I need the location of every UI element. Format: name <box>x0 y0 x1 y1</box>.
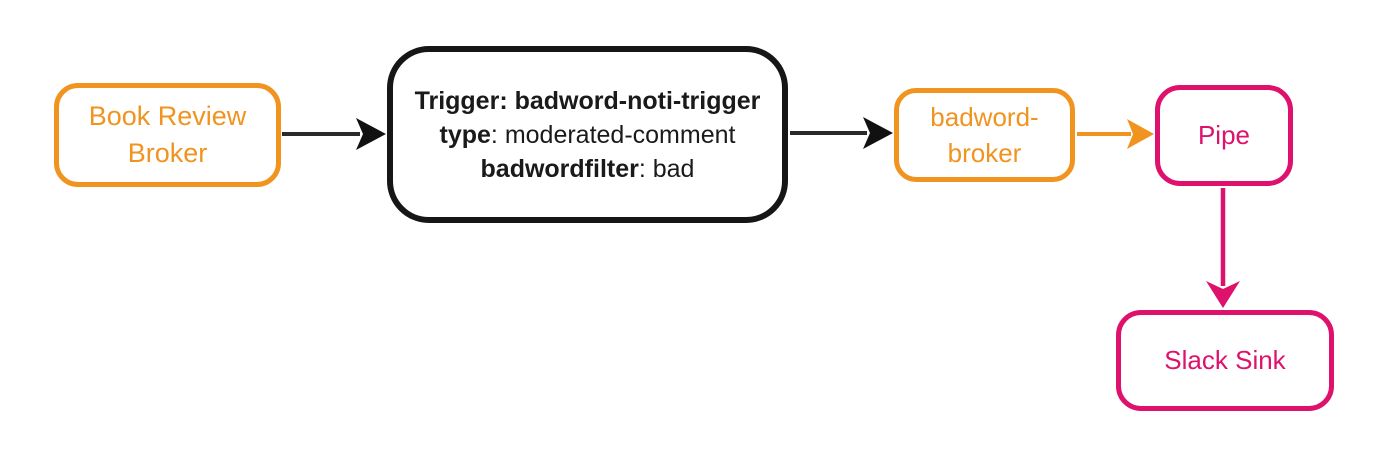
node-label: Book Review Broker <box>88 101 247 168</box>
edge-pipe-to-slack-sink <box>1206 188 1240 308</box>
trigger-type-value: : moderated-comment <box>490 120 736 149</box>
trigger-type-key: type <box>439 120 491 149</box>
node-badword-broker: badword-broker <box>894 88 1075 182</box>
node-label: Pipe <box>1197 120 1251 150</box>
edge-trigger-to-badword-broker <box>790 117 893 149</box>
trigger-filter-line: badwordfilter: bad <box>481 152 695 186</box>
node-slack-sink: Slack Sink <box>1116 310 1334 411</box>
trigger-filter-key: badwordfilter <box>480 154 639 183</box>
arrowhead-right-icon <box>356 118 386 150</box>
trigger-filter-value: : bad <box>638 154 695 183</box>
node-book-review-broker: Book Review Broker <box>54 83 281 187</box>
node-pipe: Pipe <box>1155 85 1293 186</box>
edge-badword-broker-to-pipe <box>1077 119 1154 149</box>
node-label: badword-broker <box>930 102 1039 168</box>
node-trigger: Trigger: badword-noti-trigger type: mode… <box>387 46 788 223</box>
arrowhead-right-icon <box>1127 119 1154 149</box>
edge-broker-to-trigger <box>282 118 386 150</box>
arrowhead-right-icon <box>863 117 893 149</box>
trigger-name-text: Trigger: badword-noti-trigger <box>414 86 761 115</box>
trigger-name-line: Trigger: badword-noti-trigger <box>415 84 761 118</box>
node-label: Slack Sink <box>1164 345 1286 375</box>
arrowhead-down-icon <box>1206 281 1240 308</box>
trigger-type-line: type: moderated-comment <box>440 118 736 152</box>
